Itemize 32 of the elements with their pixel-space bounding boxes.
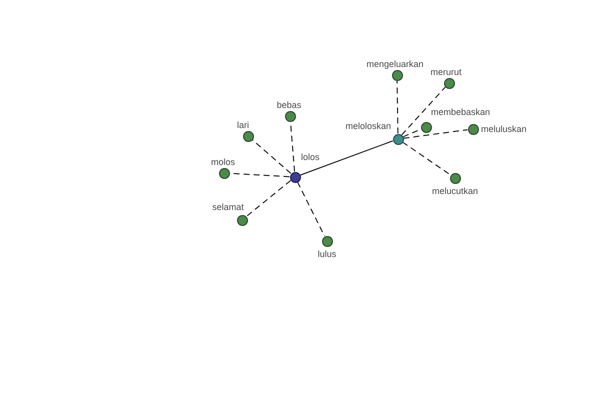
node-dot	[236, 214, 248, 226]
node-label: membebaskan	[431, 107, 490, 117]
node-dot	[450, 172, 460, 184]
node-dot	[392, 70, 402, 80]
node-label: melucutkan	[432, 186, 478, 196]
node-dot	[322, 236, 332, 246]
node-label: molos	[211, 157, 235, 167]
node-label: selamat	[212, 202, 244, 212]
node-label: lari	[237, 120, 249, 130]
node-dot	[242, 130, 254, 142]
node-dot	[284, 110, 296, 122]
node-dot	[420, 122, 432, 132]
node-label: lulus	[318, 249, 336, 259]
node-label: mengeluarkan	[366, 59, 424, 69]
node-label: lolos	[301, 152, 320, 162]
node-dot	[392, 134, 404, 144]
node-label: merurut	[430, 67, 462, 77]
node-label: meloloskan	[345, 121, 391, 131]
connector-line	[246, 180, 292, 218]
node-dot	[290, 172, 300, 182]
node-dot	[444, 78, 454, 88]
connector-line	[300, 140, 394, 176]
connector-line	[396, 80, 398, 134]
node-label: bebas	[276, 100, 302, 110]
node-label: meluluskan	[481, 124, 527, 134]
connector-line	[402, 129, 468, 139]
connector-line	[402, 142, 451, 176]
connector-line	[296, 181, 326, 237]
connector-line	[401, 86, 446, 136]
node-dot	[218, 168, 230, 178]
node-dot	[468, 124, 478, 134]
connector-line	[252, 139, 292, 174]
